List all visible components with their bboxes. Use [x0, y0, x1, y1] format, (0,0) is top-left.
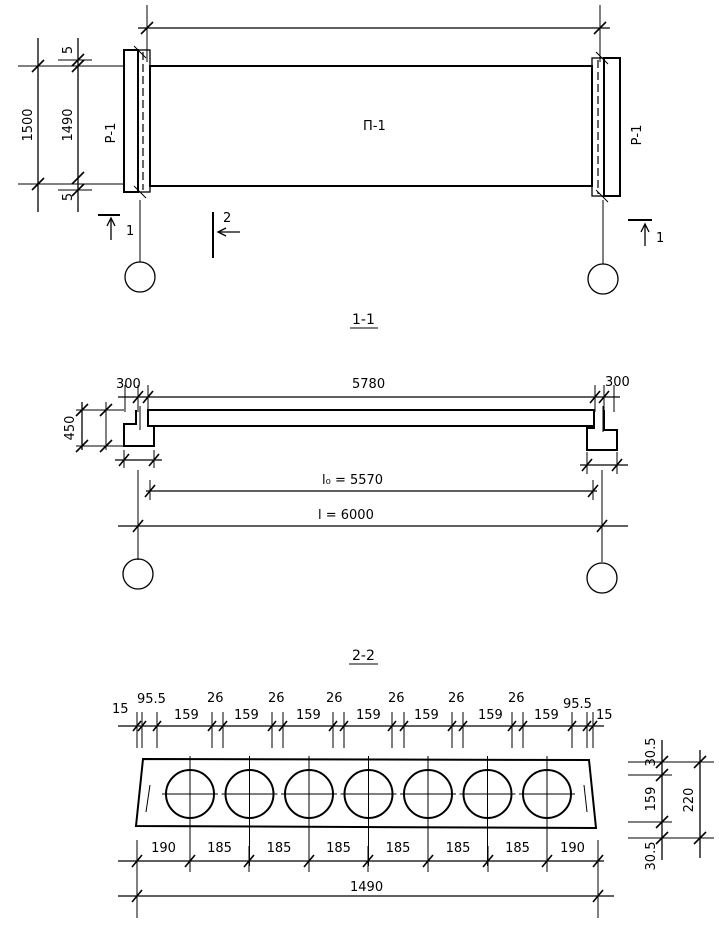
top-dim-tick [518, 720, 528, 732]
bottom-dim-label: 190 [151, 841, 176, 856]
total-width: 1490 [350, 880, 383, 895]
section-marker-2: 2 [212, 211, 240, 258]
top-dim-label: 26 [326, 691, 343, 706]
bottom-dim-tick [362, 854, 374, 868]
axis-bubble-left [124, 261, 156, 293]
calc-span: l₀ = 5570 [322, 473, 383, 488]
bottom-dim-tick [184, 854, 196, 868]
section-marker-1-right: 1 [628, 219, 664, 246]
bottom-dim-label: 185 [386, 841, 411, 856]
bottom-dim-label: 190 [560, 841, 585, 856]
section-marker-1-left: 1 [98, 214, 134, 240]
top-dim-label: 26 [268, 691, 285, 706]
dim-total: 1500 [21, 108, 36, 141]
top-dim-tick [567, 720, 577, 732]
top-dim-label: 159 [478, 708, 503, 723]
section-2-2-title: 2-2 [352, 648, 375, 664]
bottom-dim-label: 185 [267, 841, 292, 856]
bottom-dimension-chain: 190 185 185 185 185 185 185 190 [118, 841, 604, 872]
top-dim-label: 159 [356, 708, 381, 723]
top-dim-label: 26 [448, 691, 465, 706]
top-dim-label: 26 [207, 691, 224, 706]
top-dim-label: 159 [296, 708, 321, 723]
dim-middle: 1490 [61, 108, 76, 141]
svg-text:2: 2 [223, 211, 231, 226]
right-girder [591, 51, 621, 203]
top-dim-label: 26 [388, 691, 405, 706]
top-dim-label: 26 [508, 691, 525, 706]
section-1-1-title: 1-1 [352, 312, 375, 328]
top-dim-tick [267, 720, 277, 732]
bottom-dim-label: 185 [505, 841, 530, 856]
hollow-core-slab [134, 757, 598, 830]
dim-left-support: 300 [116, 377, 141, 392]
bottom-dim-label: 185 [326, 841, 351, 856]
right-dim-void: 159 [644, 787, 659, 812]
girder-right-label: Р-1 [630, 125, 645, 146]
plan-view: П-1 Р-1 Р-1 1500 1490 5 5 [18, 5, 664, 295]
girder-left-label: Р-1 [104, 123, 119, 144]
top-dim-label: 159 [414, 708, 439, 723]
section-1-1: 1-1 300 5780 300 450 [63, 312, 630, 594]
plan-height-dimensions: 1500 1490 5 5 [18, 38, 125, 212]
left-girder [123, 45, 151, 199]
bottom-dim-tick [541, 854, 553, 868]
top-dim-tick [218, 720, 228, 732]
nominal-span: l = 6000 [318, 508, 374, 523]
top-dim-tick [137, 720, 147, 732]
top-dim-tick [507, 720, 517, 732]
top-dim-label: 15 [596, 708, 613, 723]
right-dim-bottom: 30.5 [644, 842, 659, 871]
top-dim-tick [207, 720, 217, 732]
top-dim-label: 159 [174, 708, 199, 723]
dim-span-clear: 5780 [352, 377, 385, 392]
top-dim-tick [447, 720, 457, 732]
bottom-dim-label: 185 [207, 841, 232, 856]
top-dim-label: 159 [234, 708, 259, 723]
right-dim-top: 30.5 [644, 738, 659, 767]
bottom-dim-tick [422, 854, 434, 868]
section-2-2: 2-2 15 95.5 159 26 159 26 159 26 159 26 159 26 159 26… [112, 648, 714, 918]
top-dim-label: 95.5 [563, 697, 592, 712]
axis-bubble-left-1-1 [122, 558, 154, 590]
top-dim-tick [152, 720, 162, 732]
total-height: 220 [682, 788, 697, 813]
panel-label: П-1 [363, 119, 386, 134]
dim-right-support: 300 [605, 375, 630, 390]
top-dim-label: 15 [112, 702, 129, 717]
bottom-dim-label: 185 [446, 841, 471, 856]
top-dim-tick [339, 720, 349, 732]
slab-voids [162, 756, 575, 866]
bottom-dim-tick [482, 854, 494, 868]
svg-text:1: 1 [656, 231, 664, 246]
top-dim-tick [328, 720, 338, 732]
top-dimension-chain: 15 95.5 159 26 159 26 159 26 159 26 159 26 159 26 159 9… [112, 691, 613, 748]
top-dim-tick [458, 720, 468, 732]
top-dim-tick [278, 720, 288, 732]
top-dim-tick [582, 720, 592, 732]
bottom-dim-tick [303, 854, 315, 868]
bottom-dim-tick [243, 854, 255, 868]
axis-bubble-right [587, 263, 619, 295]
dim-top: 5 [61, 46, 76, 54]
right-support-section [586, 410, 618, 451]
axis-bubble-right-1-1 [586, 562, 618, 594]
left-support-section [123, 410, 155, 447]
top-dim-label: 159 [534, 708, 559, 723]
slab-section [147, 409, 595, 427]
dim-height: 450 [63, 416, 78, 441]
top-dim-tick [399, 720, 409, 732]
top-dim-label: 95.5 [137, 692, 166, 707]
dim-bottom: 5 [61, 193, 76, 201]
top-dim-tick [387, 720, 397, 732]
top-dim-tick [588, 720, 598, 732]
right-height-dimensions: 30.5 159 30.5 220 [628, 738, 714, 871]
svg-text:1: 1 [126, 224, 134, 239]
top-dim-tick [132, 720, 142, 732]
